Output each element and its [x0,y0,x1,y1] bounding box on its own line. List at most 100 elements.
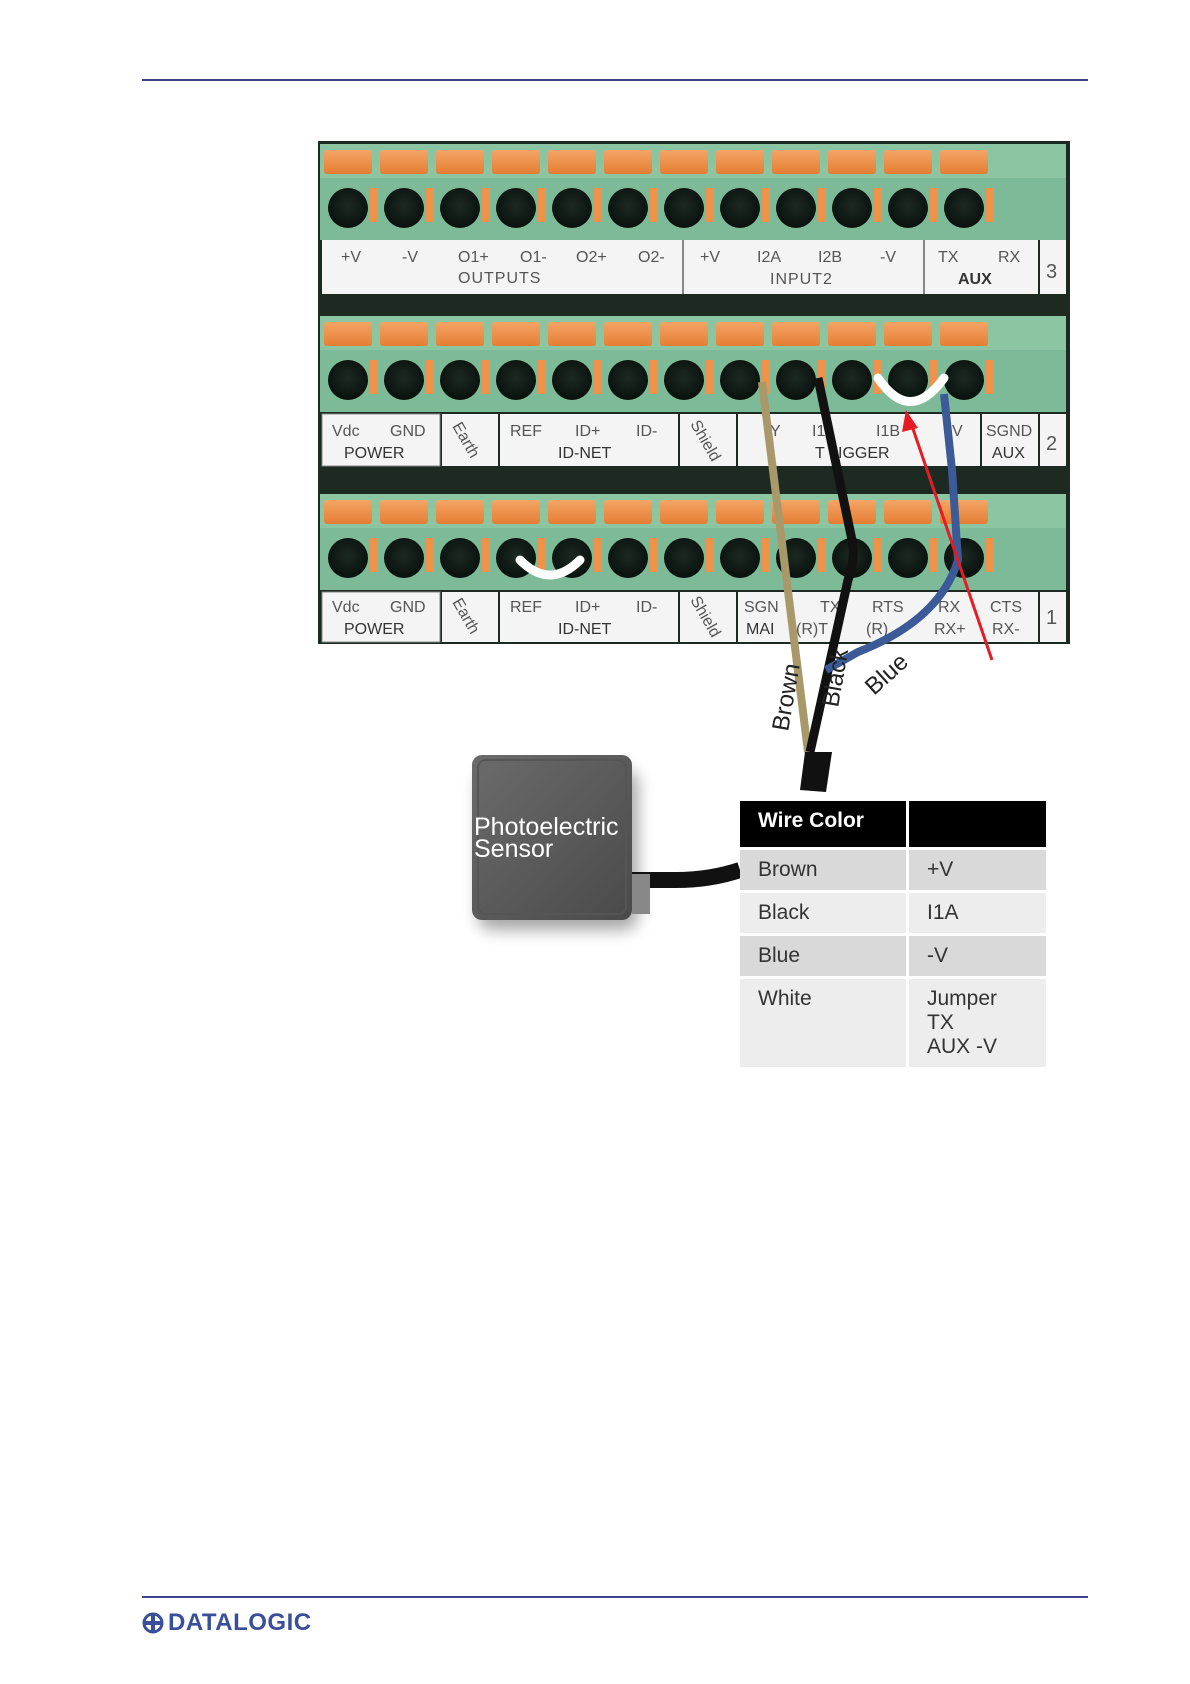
row3-terminal-label: TX [938,249,959,266]
row3-terminal-label: -V [402,249,418,266]
row1-group-power: POWER [344,621,404,638]
terminal-tab [650,538,658,572]
terminal-lever [324,500,372,524]
terminal-hole [552,188,592,228]
terminal-lever [828,150,876,174]
terminal-hole [608,188,648,228]
red-arrow [910,425,994,661]
terminal-lever [324,150,372,174]
row1-terminal-label: Vdc [332,599,360,616]
terminal-tab [930,538,938,572]
cable-end [800,752,832,792]
row1-group-main: MAI [746,621,774,638]
cell-wire-color: Black [740,890,906,933]
row3-terminal-label: O2- [638,249,665,266]
row2-group-aux: AUX [992,445,1025,462]
terminal-tab [986,360,994,394]
row1-terminal-label: RX+ [934,621,966,638]
terminal-hole [384,188,424,228]
terminal-hole [720,538,760,578]
terminal-lever [380,500,428,524]
terminal-lever [548,500,596,524]
row1-terminal-label: RX [938,599,961,616]
terminal-block-photo: +V -V O1+ O1- O2+ O2- +V I2A I2B -V TX R… [318,141,1070,930]
terminal-tab [426,538,434,572]
terminal-tab [538,538,546,572]
terminal-lever [884,322,932,346]
row3-terminal-label: I2A [757,249,781,266]
terminal-tab [986,538,994,572]
terminal-lever [828,322,876,346]
row3-group-input2: INPUT2 [770,271,833,288]
terminal-lever [716,500,764,524]
row2-group-idnet: ID-NET [558,445,612,462]
terminal-tab [482,188,490,222]
row2-group-power: POWER [344,445,404,462]
terminal-tab [762,360,770,394]
cell-wire-color: Blue [740,933,906,976]
terminal-hole [328,360,368,400]
row3-terminal-label: O2+ [576,249,607,266]
datalogic-mark-icon [142,1612,164,1634]
black-wire [805,377,858,753]
terminal-hole [944,188,984,228]
row-number-1: 1 [1046,607,1057,629]
row-number-2: 2 [1046,433,1057,455]
terminal-lever [884,500,932,524]
row2-terminal-label: SGND [986,423,1032,440]
terminal-hole [832,360,872,400]
terminal-hole [888,188,928,228]
header-connection [906,801,1046,847]
terminal-lever [716,150,764,174]
terminal-hole [664,188,704,228]
footer-rule [142,1596,1088,1598]
terminal-lever [492,150,540,174]
terminal-lever [436,322,484,346]
terminal-hole [832,188,872,228]
cell-connection: -V [906,933,1046,976]
sensor-connector [632,874,650,914]
row2-terminal-label: ID+ [575,423,600,440]
terminal-hole [720,360,760,400]
cell-connection: I1A [906,890,1046,933]
brown-wire [758,381,812,753]
terminal-tab [762,538,770,572]
cell-connection-line1: Jumper TX [927,987,998,1034]
terminal-hole [552,360,592,400]
row1-terminal-label: (R)T [796,621,828,638]
terminal-lever [380,150,428,174]
cell-connection: +V [906,847,1046,890]
terminal-tab [930,360,938,394]
terminal-hole [664,360,704,400]
terminal-tab [370,188,378,222]
header-wire-color: Wire Color [740,801,906,847]
table-row: Brown +V [740,847,1046,890]
row3-terminal-label: O1- [520,249,547,266]
terminal-tab [370,538,378,572]
row2-terminal-label: V [952,423,963,440]
terminal-lever [772,500,820,524]
terminal-hole [888,360,928,400]
wire-label-blue: Blue [860,648,914,700]
terminal-lever [716,322,764,346]
terminal-lever [660,322,708,346]
datalogic-wordmark: DATALOGIC [168,1609,312,1636]
terminal-lever [604,500,652,524]
row3-group-aux: AUX [958,271,992,288]
datalogic-logo: DATALOGIC [142,1609,312,1636]
row2-terminal-label: I1B [876,423,900,440]
terminal-tab [426,188,434,222]
terminal-lever [940,500,988,524]
photoelectric-sensor: Photoelectric Sensor [472,755,743,930]
wire-label-black: Black [817,646,854,709]
row2-terminal-label: REF [510,423,542,440]
white-jumper-wire [873,373,949,406]
sensor-cable [632,862,743,888]
terminal-hole [608,360,648,400]
terminal-hole [440,360,480,400]
table-header-row: Wire Color [740,801,1046,847]
sensor-label-line1: Photoelectric [474,813,619,841]
row1-terminal-label: RX- [992,621,1020,638]
terminal-hole [384,360,424,400]
terminal-lever [548,322,596,346]
